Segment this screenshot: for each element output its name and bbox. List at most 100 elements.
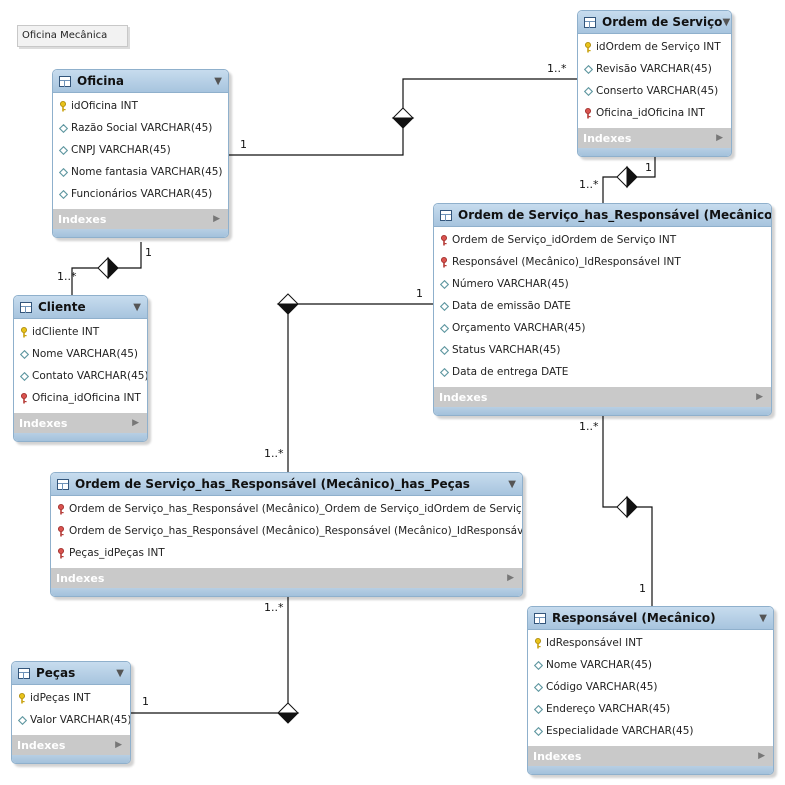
entity-footer xyxy=(578,148,731,156)
column-row[interactable]: Oficina_idOficina INT xyxy=(14,387,147,409)
indexes-label: Indexes xyxy=(56,571,105,585)
column-diamond-icon xyxy=(19,371,29,382)
primary-key-icon xyxy=(58,100,68,112)
diagram-title: Oficina Mecânica xyxy=(17,25,128,47)
column-row[interactable]: Orçamento VARCHAR(45) xyxy=(434,317,771,339)
indexes-section[interactable]: Indexes ▶ xyxy=(53,209,228,229)
column-row[interactable]: idOficina INT xyxy=(53,95,228,117)
indexes-label: Indexes xyxy=(439,390,488,404)
column-row[interactable]: IdResponsável INT xyxy=(528,632,773,654)
column-text: idOficina INT xyxy=(71,100,138,112)
column-row[interactable]: Especialidade VARCHAR(45) xyxy=(528,720,773,742)
entity-os-responsavel-has-pecas[interactable]: Ordem de Serviço_has_Responsável (Mecâni… xyxy=(50,472,523,597)
column-row[interactable]: Endereço VARCHAR(45) xyxy=(528,698,773,720)
indexes-section[interactable]: Indexes ▶ xyxy=(14,413,147,433)
column-row[interactable]: Código VARCHAR(45) xyxy=(528,676,773,698)
expand-triangle-icon[interactable]: ▶ xyxy=(213,214,220,224)
column-text: Conserto VARCHAR(45) xyxy=(596,85,719,97)
collapse-caret-icon[interactable]: ▼ xyxy=(759,612,767,624)
column-diamond-icon xyxy=(583,64,593,75)
column-row[interactable]: Ordem de Serviço_has_Responsável (Mecâni… xyxy=(51,498,522,520)
column-row[interactable]: Data de emissão DATE xyxy=(434,295,771,317)
column-row[interactable]: Data de entrega DATE xyxy=(434,361,771,383)
entity-title: Ordem de Serviço xyxy=(602,15,723,29)
indexes-section[interactable]: Indexes ▶ xyxy=(578,128,731,148)
table-icon xyxy=(20,301,32,313)
indexes-label: Indexes xyxy=(533,749,582,763)
collapse-caret-icon[interactable]: ▼ xyxy=(116,667,124,679)
column-text: CNPJ VARCHAR(45) xyxy=(71,144,171,156)
entity-header[interactable]: Cliente ▼ xyxy=(14,296,147,319)
expand-triangle-icon[interactable]: ▶ xyxy=(132,418,139,428)
primary-key-icon xyxy=(17,692,27,704)
expand-triangle-icon[interactable]: ▶ xyxy=(507,573,514,583)
indexes-section[interactable]: Indexes ▶ xyxy=(12,735,130,755)
table-icon xyxy=(57,478,69,490)
column-text: Orçamento VARCHAR(45) xyxy=(452,322,586,334)
column-row[interactable]: Peças_idPeças INT xyxy=(51,542,522,564)
column-row[interactable]: Conserto VARCHAR(45) xyxy=(578,80,731,102)
indexes-section[interactable]: Indexes ▶ xyxy=(434,387,771,407)
entity-header[interactable]: Peças ▼ xyxy=(12,662,130,685)
column-row[interactable]: Ordem de Serviço_idOrdem de Serviço INT xyxy=(434,229,771,251)
column-text: Ordem de Serviço_has_Responsável (Mecâni… xyxy=(69,525,523,537)
column-row[interactable]: Revisão VARCHAR(45) xyxy=(578,58,731,80)
card-oficina-ordem-many: 1..* xyxy=(547,62,567,75)
table-icon xyxy=(18,667,30,679)
column-text: Data de emissão DATE xyxy=(452,300,571,312)
column-row[interactable]: Nome fantasia VARCHAR(45) xyxy=(53,161,228,183)
column-row[interactable]: CNPJ VARCHAR(45) xyxy=(53,139,228,161)
entity-header[interactable]: Ordem de Serviço ▼ xyxy=(578,11,731,34)
column-row[interactable]: Nome VARCHAR(45) xyxy=(14,343,147,365)
entity-header[interactable]: Oficina ▼ xyxy=(53,70,228,93)
collapse-caret-icon[interactable]: ▼ xyxy=(133,301,141,313)
entity-ordem-de-servico[interactable]: Ordem de Serviço ▼ idOrdem de Serviço IN… xyxy=(577,10,732,157)
entity-footer xyxy=(51,588,522,596)
column-row[interactable]: Contato VARCHAR(45) xyxy=(14,365,147,387)
entity-oficina[interactable]: Oficina ▼ idOficina INT Razão Social VARC… xyxy=(52,69,229,238)
foreign-key-icon xyxy=(56,503,66,515)
column-row[interactable]: idOrdem de Serviço INT xyxy=(578,36,731,58)
column-row[interactable]: Funcionários VARCHAR(45) xyxy=(53,183,228,205)
collapse-caret-icon[interactable]: ▼ xyxy=(722,16,731,28)
column-row[interactable]: idCliente INT xyxy=(14,321,147,343)
diamond-oficina-ordem xyxy=(391,107,415,129)
column-row[interactable]: Número VARCHAR(45) xyxy=(434,273,771,295)
entity-responsavel-mecanico[interactable]: Responsável (Mecânico) ▼ IdResponsável I… xyxy=(527,606,774,775)
indexes-section[interactable]: Indexes ▶ xyxy=(528,746,773,766)
column-row[interactable]: Status VARCHAR(45) xyxy=(434,339,771,361)
expand-triangle-icon[interactable]: ▶ xyxy=(758,751,765,761)
entity-footer xyxy=(528,766,773,774)
indexes-label: Indexes xyxy=(58,212,107,226)
column-text: IdResponsável INT xyxy=(546,637,643,649)
card-oficina-ordem-one: 1 xyxy=(240,138,247,151)
column-row[interactable]: Oficina_idOficina INT xyxy=(578,102,731,124)
expand-triangle-icon[interactable]: ▶ xyxy=(756,392,763,402)
column-diamond-icon xyxy=(439,323,449,334)
column-text: Responsável (Mecânico)_IdResponsável INT xyxy=(452,256,681,268)
table-icon xyxy=(534,612,546,624)
column-text: Data de entrega DATE xyxy=(452,366,569,378)
column-row[interactable]: Razão Social VARCHAR(45) xyxy=(53,117,228,139)
diamond-resp-oshasresp xyxy=(616,495,638,519)
column-row[interactable]: Nome VARCHAR(45) xyxy=(528,654,773,676)
expand-triangle-icon[interactable]: ▶ xyxy=(716,133,723,143)
entity-header[interactable]: Ordem de Serviço_has_Responsável (Mecâni… xyxy=(51,473,522,496)
entity-header[interactable]: Responsável (Mecânico) ▼ xyxy=(528,607,773,630)
indexes-section[interactable]: Indexes ▶ xyxy=(51,568,522,588)
column-row[interactable]: idPeças INT xyxy=(12,687,130,709)
column-row[interactable]: Ordem de Serviço_has_Responsável (Mecâni… xyxy=(51,520,522,542)
column-diamond-icon xyxy=(583,86,593,97)
column-list: idOficina INT Razão Social VARCHAR(45) CNP… xyxy=(53,93,228,209)
entity-ordem-servico-has-responsavel[interactable]: Ordem de Serviço_has_Responsável (Mecâni… xyxy=(433,203,772,416)
collapse-caret-icon[interactable]: ▼ xyxy=(508,478,516,490)
column-diamond-icon xyxy=(533,704,543,715)
expand-triangle-icon[interactable]: ▶ xyxy=(115,740,122,750)
column-row[interactable]: Valor VARCHAR(45) xyxy=(12,709,130,731)
collapse-caret-icon[interactable]: ▼ xyxy=(214,75,222,87)
entity-header[interactable]: Ordem de Serviço_has_Responsável (Mecâni… xyxy=(434,204,771,227)
column-row[interactable]: Responsável (Mecânico)_IdResponsável INT xyxy=(434,251,771,273)
